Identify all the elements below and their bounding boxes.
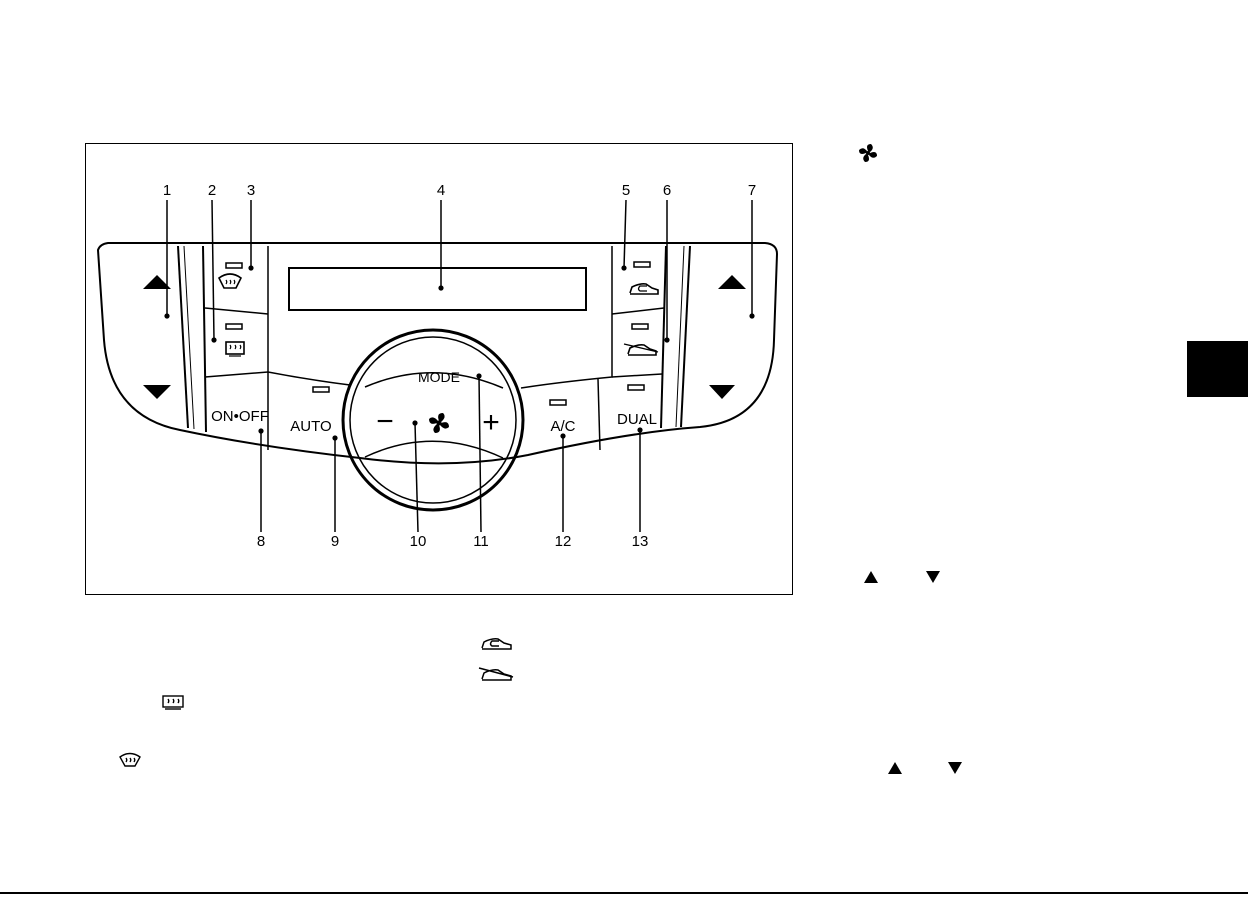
callout-4: 4 — [437, 182, 445, 199]
fan-icon-svg — [858, 143, 878, 163]
callout-5: 5 — [622, 182, 630, 199]
left-divider — [178, 246, 188, 428]
callout-1: 1 — [163, 182, 171, 199]
air-recirculation-svg — [480, 633, 516, 651]
dot-1 — [164, 313, 169, 318]
outside-air-svg — [478, 663, 516, 683]
row-divider-left-2 — [205, 372, 268, 377]
rear-defroster-icon — [226, 342, 244, 356]
dot-8 — [258, 428, 263, 433]
callout-7: 7 — [748, 182, 756, 199]
climate-control-diagram: 1 2 3 4 5 6 7 8 9 10 11 12 13 ON•OFF AUT… — [85, 143, 793, 595]
dot-2 — [211, 337, 216, 342]
led-front-def — [226, 263, 242, 268]
right-temp-up-arrow-icon — [718, 275, 746, 289]
dot-11 — [476, 373, 481, 378]
left-divider-3 — [203, 246, 206, 432]
dot-10 — [412, 420, 417, 425]
led-outside — [632, 324, 648, 329]
led-recirc — [634, 262, 650, 267]
rear-defroster-icon — [161, 694, 185, 712]
rear-defroster-svg — [161, 694, 185, 712]
bottom-rule — [0, 892, 1248, 894]
leader-5 — [624, 200, 626, 268]
left-divider-2 — [184, 246, 194, 429]
callout-12: 12 — [555, 533, 572, 550]
dial-lower-arc — [365, 441, 503, 458]
front-defroster-svg — [118, 751, 142, 769]
dual-button-label: DUAL — [617, 411, 657, 428]
led-dual — [628, 385, 644, 390]
led-auto — [313, 387, 329, 392]
recirculation-icon — [630, 284, 658, 294]
on-off-button-label: ON•OFF — [211, 408, 269, 425]
dot-9 — [332, 435, 337, 440]
display-screen — [289, 268, 586, 310]
dot-13 — [637, 427, 642, 432]
callout-11: 11 — [473, 533, 489, 550]
callout-9: 9 — [331, 533, 339, 550]
leader-11 — [479, 376, 481, 532]
outside-air-icon — [624, 344, 658, 355]
up-arrow-icon — [888, 762, 902, 774]
row-divider-right-1 — [612, 308, 664, 314]
leader-10 — [415, 423, 418, 532]
auto-button-label: AUTO — [290, 418, 331, 435]
front-defroster-icon — [118, 751, 142, 769]
front-defroster-icon — [219, 274, 241, 288]
led-ac — [550, 400, 566, 405]
fan-minus-label: − — [376, 405, 394, 438]
callout-8: 8 — [257, 533, 265, 550]
fan-icon — [858, 143, 878, 163]
mode-button-label: MODE — [418, 369, 460, 385]
dot-3 — [248, 265, 253, 270]
dot-7 — [749, 313, 754, 318]
down-arrow-svg — [926, 571, 940, 583]
outside-air-icon — [478, 663, 516, 683]
down-arrow-icon — [948, 762, 962, 774]
bottom-divider-right — [598, 379, 600, 450]
left-temp-down-arrow-icon — [143, 385, 171, 399]
air-recirculation-icon — [480, 633, 516, 651]
callout-3: 3 — [247, 182, 255, 199]
up-arrow-svg-2 — [888, 762, 902, 774]
up-arrow-icon — [864, 571, 878, 583]
callout-6: 6 — [663, 182, 671, 199]
right-divider-3 — [661, 246, 666, 428]
fan-plus-label: + — [482, 406, 500, 439]
callout-13: 13 — [632, 533, 649, 550]
down-arrow-icon — [926, 571, 940, 583]
ac-button-label: A/C — [550, 418, 575, 435]
right-temp-down-arrow-icon — [709, 385, 735, 399]
led-rear-def — [226, 324, 242, 329]
dot-6 — [664, 337, 669, 342]
dot-4 — [438, 285, 443, 290]
row-divider-right-2 — [612, 374, 662, 377]
callout-10: 10 — [410, 533, 427, 550]
callout-2: 2 — [208, 182, 216, 199]
section-tab — [1187, 341, 1248, 397]
dial-fan-icon — [429, 413, 449, 433]
row-divider-left-1 — [205, 308, 268, 314]
dot-5 — [621, 265, 626, 270]
down-arrow-svg-2 — [948, 762, 962, 774]
up-arrow-svg — [864, 571, 878, 583]
leader-2 — [212, 200, 214, 340]
